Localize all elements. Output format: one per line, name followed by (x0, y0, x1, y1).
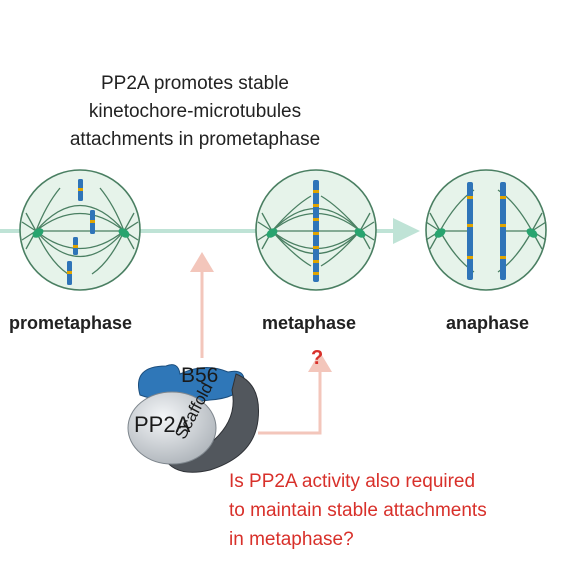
pp2a-metaphase-arrow (258, 352, 332, 435)
prometaphase-cell (19, 169, 141, 291)
question-mark: ? (311, 347, 324, 369)
prometaphase-label: prometaphase (9, 313, 133, 333)
question-line-1: Is PP2A activity also required (229, 471, 476, 492)
pp2a-catalytic-subunit (127, 391, 217, 465)
timeline-arrowhead (393, 218, 420, 244)
anaphase-label: anaphase (446, 313, 530, 333)
question-line-2: to maintain stable attachments (229, 500, 487, 521)
title-line-3: attachments in prometaphase (69, 129, 321, 150)
pp2a-holoenzyme (127, 364, 260, 473)
pp2a-prometaphase-arrow (190, 252, 214, 358)
title-line-1: PP2A promotes stable (101, 73, 289, 94)
question-line-3: in metaphase? (229, 529, 354, 550)
anaphase-cell (425, 169, 547, 291)
pp2a-label: PP2A (134, 412, 191, 437)
metaphase-cell (255, 169, 377, 291)
title-line-2: kinetochore-microtubules (88, 101, 302, 122)
b56-label: B56 (181, 364, 219, 387)
metaphase-label: metaphase (262, 313, 357, 333)
scaffold-subunit (163, 373, 260, 473)
